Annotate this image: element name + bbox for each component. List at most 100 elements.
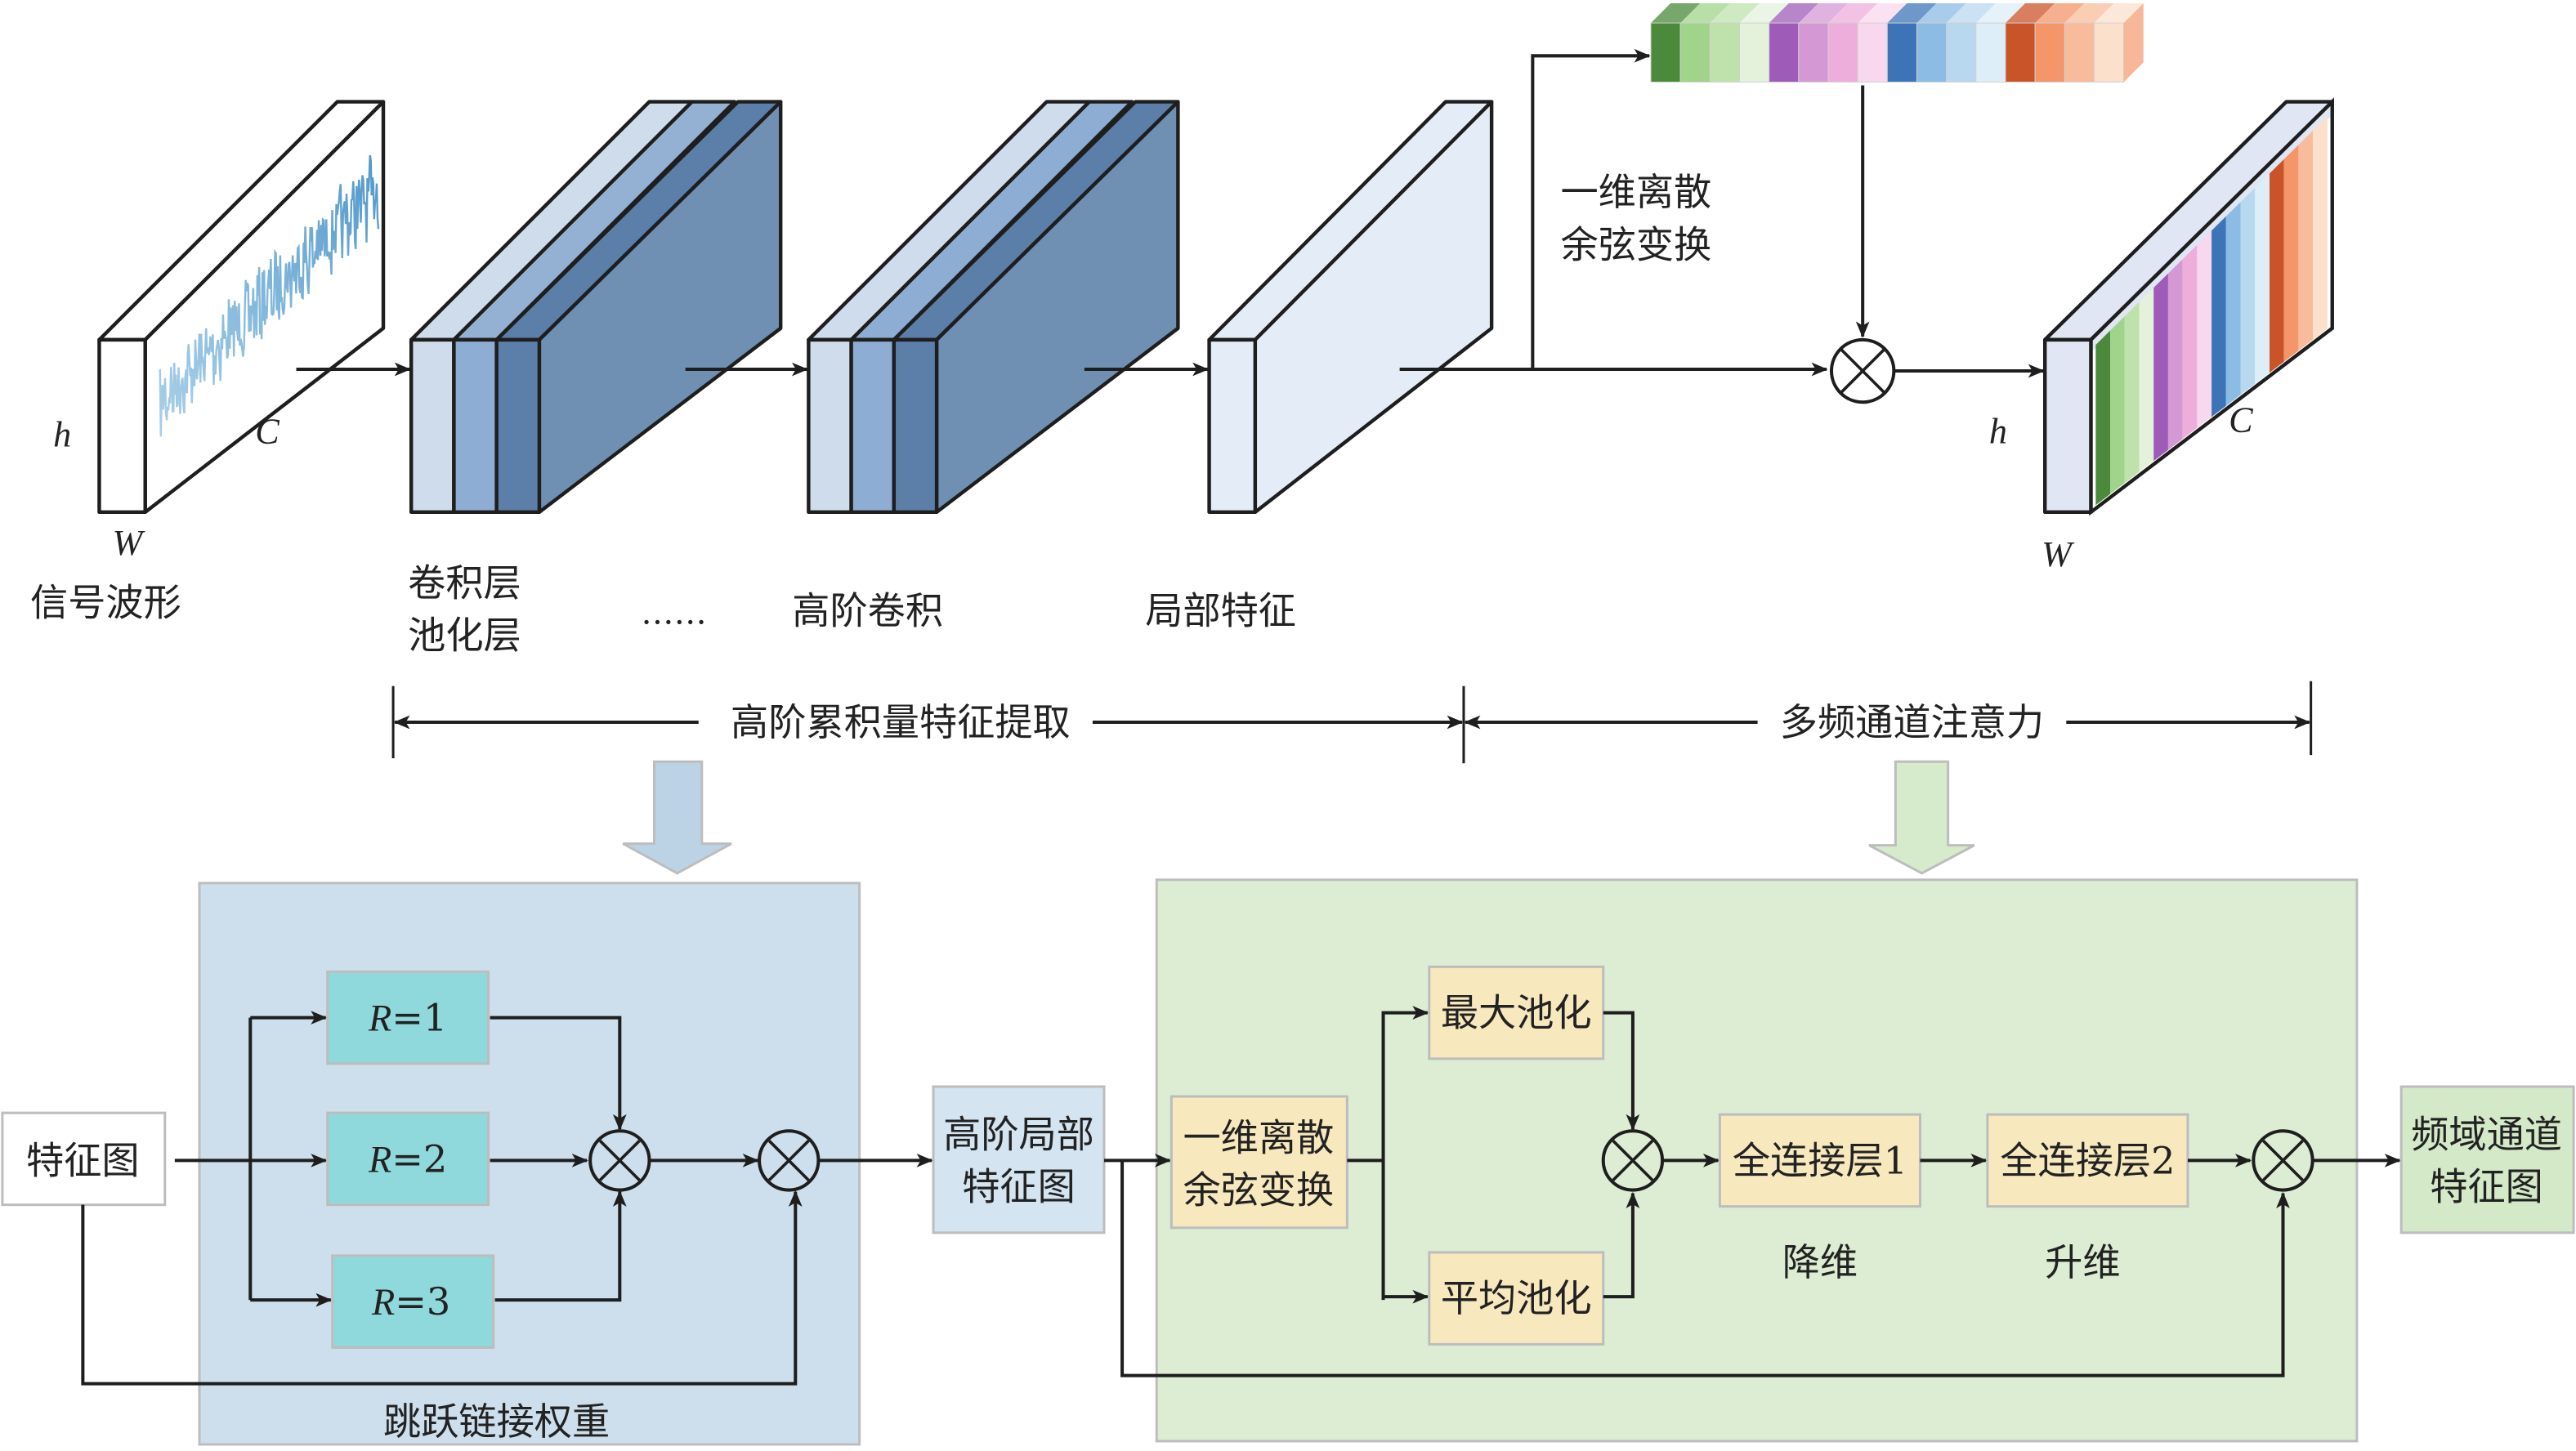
output-channel-stripe	[2283, 145, 2299, 362]
channel-cell	[2005, 22, 2036, 83]
output-channel-stripe	[2124, 301, 2140, 484]
dct-box-line1: 一维离散	[1183, 1115, 1334, 1159]
dim-h-label: h	[53, 414, 71, 454]
dim-w-label: W	[113, 523, 146, 563]
signal-label: 信号波形	[30, 580, 181, 624]
fc1-note: 降维	[1782, 1240, 1858, 1284]
fc2-label: 全连接层2	[2000, 1138, 2175, 1182]
fc2-box	[1986, 1113, 2189, 1208]
channel-cell	[1679, 22, 1711, 83]
channel-cell-top	[1739, 3, 1789, 24]
residual-connection	[1120, 1160, 2290, 1377]
channel-cell-top	[2094, 3, 2144, 24]
mid-node-line2: 特征图	[962, 1165, 1076, 1209]
channel-cell-top	[1651, 3, 1701, 24]
range-label-attention: 多频通道注意力	[1780, 700, 2044, 744]
ellipsis: ……	[641, 594, 706, 632]
channel-cell-top	[1887, 3, 1937, 24]
channel-cell	[1798, 22, 1829, 83]
output-feature-cube	[2042, 97, 2334, 516]
mid-node-line1: 高阶局部	[943, 1112, 1094, 1156]
channel-cell-top	[1680, 3, 1730, 24]
high-order-conv-label: 高阶卷积	[792, 588, 943, 632]
local-feature-label: 局部特征	[1145, 588, 1296, 632]
channel-cell	[1916, 22, 1948, 83]
waveform-trace	[159, 154, 380, 437]
channel-cell	[1975, 22, 2006, 83]
conv-label-line1: 卷积层	[408, 560, 521, 605]
output-node-line2: 特征图	[2430, 1165, 2543, 1209]
channel-cell-top	[1975, 3, 2026, 24]
channel-weight-bar	[1650, 3, 2144, 83]
range-label-feature-extraction: 高阶累积量特征提取	[731, 700, 1071, 744]
dct-box-line2: 余弦变换	[1183, 1168, 1334, 1212]
dim-c-label: C	[255, 411, 280, 451]
channel-cell	[1857, 22, 1888, 83]
output-channel-stripe	[2095, 330, 2111, 506]
branch-r1: R=1	[326, 970, 490, 1065]
feature-map-input-box	[1, 1111, 167, 1207]
svg-text:R=1: R=1	[368, 996, 447, 1040]
output-channel-stripe	[2298, 130, 2314, 351]
channel-cell	[1946, 22, 1977, 83]
output-node-line1: 频域通道	[2411, 1112, 2562, 1156]
channel-cell	[2034, 22, 2065, 83]
out-dim-c-label: C	[2229, 400, 2253, 440]
output-channel-stripe	[2212, 216, 2226, 417]
high-order-conv-stack	[807, 100, 1180, 515]
branch-r2: R=2	[326, 1111, 490, 1207]
expand-arrow-right	[1868, 760, 1975, 875]
channel-cell	[1709, 22, 1740, 83]
output-channel-stripe	[2225, 202, 2241, 406]
channel-cell-top	[1769, 3, 1818, 24]
arrow-r1-to-mult	[490, 1016, 627, 1131]
conv-pool-stack	[409, 100, 783, 515]
svg-text:R=2: R=2	[368, 1136, 447, 1181]
channel-cell-top	[2064, 3, 2114, 24]
out-dim-h-label: h	[1989, 411, 2007, 451]
output-channel-stripe	[2313, 116, 2328, 340]
arrow-to-max-pool	[1381, 1006, 1429, 1301]
max-pool-label: 最大池化	[1441, 991, 1592, 1035]
multiply-operator-top	[1829, 337, 1896, 404]
channel-cell	[1650, 22, 1681, 83]
channel-cell-top	[2005, 3, 2055, 24]
channel-cell-top	[2035, 3, 2085, 24]
output-channel-stripe	[2167, 259, 2183, 450]
fc1-label: 全连接层1	[1733, 1138, 1907, 1182]
channel-cell-top	[1946, 3, 1996, 24]
channel-cell	[1886, 22, 1917, 83]
output-channel-stripe	[2110, 316, 2125, 494]
output-channel-stripe	[2269, 158, 2284, 373]
output-channel-stripe	[2197, 230, 2212, 428]
output-channel-stripe	[2153, 273, 2168, 462]
signal-waveform-cube	[97, 100, 386, 515]
channel-cell-top	[1827, 3, 1878, 24]
arrow-max-to-mult	[1603, 1011, 1640, 1131]
channel-cell-top	[1710, 3, 1760, 24]
channel-cell	[1738, 22, 1770, 83]
fc2-note: 升维	[2045, 1240, 2120, 1284]
output-channel-stripe	[2240, 187, 2256, 395]
dct-label-line2: 余弦变换	[1561, 222, 1712, 266]
output-channel-stripe	[2182, 244, 2198, 440]
arrow-to-dct-bar	[1531, 48, 1651, 370]
expand-arrow-left	[622, 760, 732, 875]
channel-cell	[2064, 22, 2095, 83]
channel-cell	[1827, 22, 1858, 83]
dct-label-line1: 一维离散	[1561, 170, 1712, 214]
svg-text:R=3: R=3	[371, 1279, 450, 1324]
skip-weight-caption: 跳跃链接权重	[383, 1400, 610, 1444]
arrow-avg-to-mult	[1603, 1191, 1640, 1299]
skip-connection	[81, 1190, 803, 1386]
channel-cell-top	[1798, 3, 1849, 24]
range-bar	[391, 681, 2313, 764]
channel-cell-top	[1858, 3, 1907, 24]
branch-r3: R=3	[331, 1254, 495, 1349]
conv-label-line2: 池化层	[408, 614, 521, 658]
arrow-r3-to-mult	[494, 1190, 627, 1302]
frequency-channel-feature-box	[2399, 1085, 2575, 1234]
high-order-local-feature-box	[932, 1085, 1106, 1234]
local-feature-slab	[1207, 100, 1494, 515]
